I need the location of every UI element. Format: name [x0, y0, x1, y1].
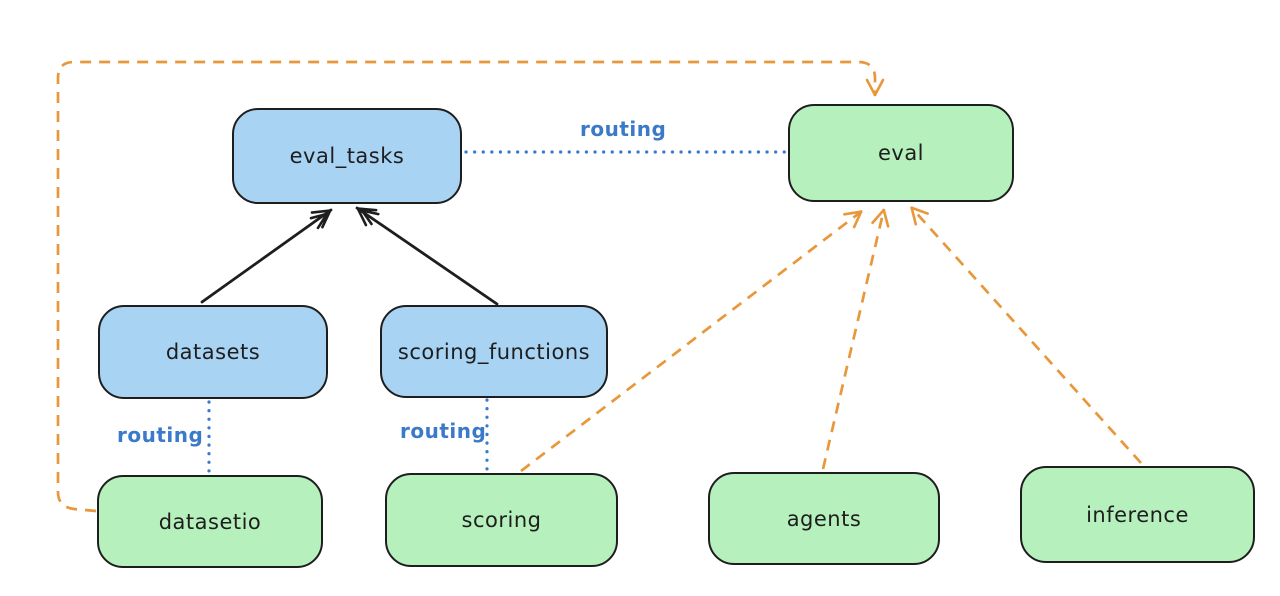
routing-label: routing — [117, 423, 204, 447]
edge-inference-to-eval — [909, 206, 1143, 464]
node-label-agents: agents — [786, 506, 862, 531]
node-agents: agents — [708, 472, 940, 565]
edge-scoring-to-eval — [520, 209, 863, 473]
edge-datasets-to-eval_tasks — [200, 208, 333, 304]
node-eval: eval — [788, 104, 1014, 202]
node-label-datasets: datasets — [165, 340, 261, 364]
routing-label: routing — [400, 419, 487, 443]
node-datasetio: datasetio — [97, 475, 323, 568]
node-inference: inference — [1020, 466, 1255, 563]
node-label-datasetio: datasetio — [158, 509, 262, 534]
node-label-inference: inference — [1086, 502, 1189, 527]
node-eval_tasks: eval_tasks — [232, 108, 462, 204]
routing-label: routing — [580, 117, 667, 141]
edge-scoring_functions-to-eval_tasks — [355, 206, 499, 306]
node-label-scoring_functions: scoring_functions — [397, 339, 591, 364]
node-label-eval: eval — [877, 141, 925, 165]
node-label-scoring: scoring — [461, 508, 542, 532]
node-datasets: datasets — [98, 305, 328, 399]
node-scoring: scoring — [385, 473, 618, 567]
node-scoring_functions: scoring_functions — [380, 305, 608, 398]
edge-agents-to-eval — [821, 208, 890, 470]
node-label-eval_tasks: eval_tasks — [289, 144, 405, 168]
